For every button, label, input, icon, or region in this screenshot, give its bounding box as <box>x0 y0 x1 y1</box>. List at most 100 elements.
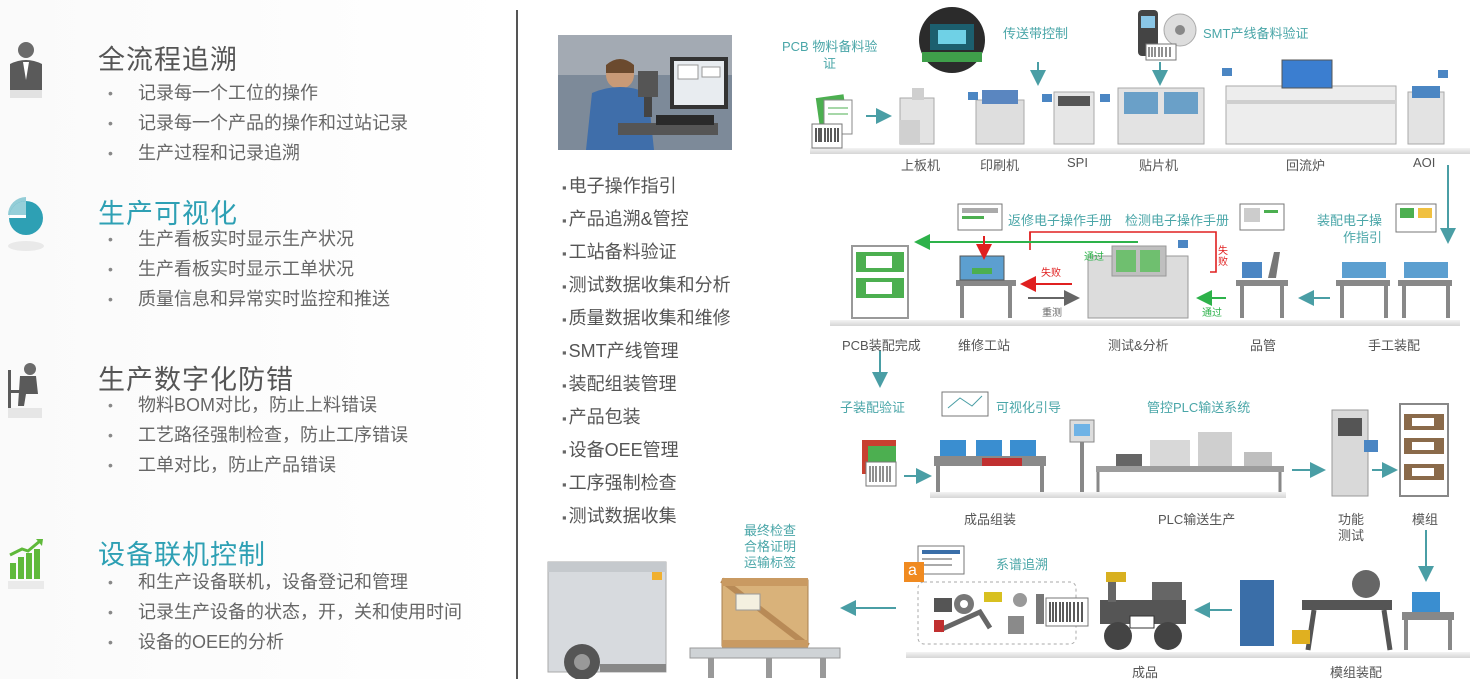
station-label: 功能 <box>1338 512 1365 527</box>
station-label: 贴片机 <box>1139 158 1179 173</box>
station-label: 测试&分析 <box>1108 338 1169 353</box>
station-label: 维修工站 <box>958 338 1011 353</box>
person-icon <box>10 42 42 98</box>
list-item: 质量信息和异常实时监控和推送 <box>108 284 390 314</box>
plc-system-label: 管控PLC输送系统 <box>1147 400 1251 415</box>
truck-trailer <box>547 561 667 679</box>
list-item: 生产过程和记录追溯 <box>108 138 408 168</box>
wooden-crate <box>689 577 841 678</box>
station-label: PCB装配完成 <box>842 338 921 353</box>
feature-item: 产品追溯&管控 <box>562 203 731 236</box>
assembly-manual-icon <box>1395 203 1437 233</box>
genealogy-label: 系谱追溯 <box>996 557 1049 572</box>
function-test-machine <box>1331 409 1378 497</box>
test-manual-icon <box>1239 203 1285 231</box>
list-item: 记录生产设备的状态，开，关和使用时间 <box>108 597 462 627</box>
station-label: 测试 <box>1338 528 1365 543</box>
sub-assembly-verify-label: 子装配验证 <box>840 400 906 415</box>
pcb-rack <box>851 245 909 319</box>
reflow-oven <box>1222 59 1397 145</box>
visual-guide-icon <box>941 391 989 417</box>
list-item: 生产看板实时显示工单状况 <box>108 254 390 284</box>
feature-item: 装配组装管理 <box>562 368 731 401</box>
pass-label-bottom: 通过 <box>1202 308 1222 319</box>
station-label: 模组 <box>1412 512 1439 527</box>
shipping-label: 运输标签 <box>744 555 797 570</box>
barcode-icon <box>1045 597 1089 627</box>
station-label: 手工装配 <box>1368 338 1421 353</box>
feature-item: 工站备料验证 <box>562 236 731 269</box>
repair-station <box>956 255 1016 318</box>
worker-at-desk-icon <box>8 363 42 418</box>
section-list: 记录每一个工位的操作 记录每一个产品的操作和过站记录 生产过程和记录追溯 <box>108 78 408 168</box>
station-label: 模组装配 <box>1330 665 1383 680</box>
feature-item: 产品包装 <box>562 401 731 434</box>
list-item: 记录每一个产品的操作和过站记录 <box>108 108 408 138</box>
vertical-divider <box>516 10 518 679</box>
list-item: 和生产设备联机，设备登记和管理 <box>108 567 462 597</box>
operator-photo <box>558 35 732 150</box>
barcode-icon <box>811 123 843 149</box>
fail-label-left: 失败 <box>1041 268 1061 279</box>
spi-machine <box>1042 91 1095 145</box>
parts-icons <box>934 592 1044 634</box>
sub-assembly-doc-icon <box>862 440 897 487</box>
section-title: 全流程追溯 <box>98 45 238 75</box>
pcb-verify-label-2: 证 <box>823 56 837 71</box>
module-assembly-machines <box>1240 570 1454 651</box>
station-label: 品管 <box>1250 338 1277 353</box>
row3-base-bar <box>930 492 1286 498</box>
test-machine <box>1087 240 1189 319</box>
station-label: 回流炉 <box>1286 158 1326 173</box>
station-label: 上板机 <box>901 158 941 173</box>
list-item: 工艺路径强制检查，防止工序错误 <box>108 420 408 450</box>
aoi-machine <box>1407 70 1448 145</box>
module-rack <box>1399 403 1449 497</box>
visual-guide-label: 可视化引导 <box>996 400 1062 415</box>
scanner-icon <box>1138 10 1197 61</box>
section-list: 和生产设备联机，设备登记和管理 记录生产设备的状态，开，关和使用时间 设备的OE… <box>108 567 462 657</box>
row2-base-bar <box>830 320 1460 326</box>
qc-station <box>1236 252 1288 318</box>
row1-base-bar <box>810 148 1470 154</box>
conveyor-control-label: 传送带控制 <box>1003 26 1069 41</box>
printer-machine <box>968 90 1025 145</box>
feature-item: 设备OEE管理 <box>562 434 731 467</box>
finished-product <box>1100 572 1186 650</box>
repair-manual-label: 返修电子操作手册 <box>1008 213 1113 228</box>
feature-item: SMT产线管理 <box>562 335 731 368</box>
list-item: 物料BOM对比，防止上料错误 <box>108 390 408 420</box>
feature-item: 测试数据收集和分析 <box>562 269 731 302</box>
certificate-label: 合格证明 <box>744 539 797 554</box>
pass-label-top: 通过 <box>1084 252 1104 263</box>
a-mark: a <box>908 562 917 579</box>
retest-label: 重测 <box>1042 308 1062 319</box>
fail-label-right: 失败 <box>1218 246 1228 268</box>
pcb-document-icon <box>815 94 853 135</box>
mounter-machine <box>1100 87 1205 145</box>
station-label: 印刷机 <box>980 158 1020 173</box>
assembly-manual-label-1: 装配电子操 <box>1317 213 1383 228</box>
feature-item: 工序强制检查 <box>562 467 731 500</box>
pie-chart-icon <box>8 197 44 251</box>
loader-machine <box>899 88 935 145</box>
assembly-stations <box>934 440 1046 492</box>
bar-chart-icon <box>8 539 44 589</box>
section-title: 设备联机控制 <box>98 540 266 570</box>
left-panel: 全流程追溯 记录每一个工位的操作 记录每一个产品的操作和过站记录 生产过程和记录… <box>0 0 515 679</box>
station-label: PLC输送生产 <box>1158 512 1236 527</box>
final-check-label: 最终检查 <box>744 523 797 538</box>
row4-base-bar <box>906 652 1470 658</box>
station-label: SPI <box>1067 155 1088 170</box>
station-label: 成品组装 <box>964 512 1017 527</box>
feature-item: 测试数据收集 <box>562 500 731 533</box>
manual-assembly-stations <box>1336 262 1452 318</box>
pcb-verify-label: PCB 物料备料验 <box>782 39 878 54</box>
feature-item: 电子操作指引 <box>562 170 731 203</box>
feature-list: 电子操作指引 产品追溯&管控 工站备料验证 测试数据收集和分析 质量数据收集和维… <box>562 170 731 533</box>
repair-manual-icon <box>957 203 1003 231</box>
list-item: 生产看板实时显示生产状况 <box>108 224 390 254</box>
smt-verify-label: SMT产线备料验证 <box>1203 26 1309 41</box>
station-label: AOI <box>1413 155 1436 170</box>
